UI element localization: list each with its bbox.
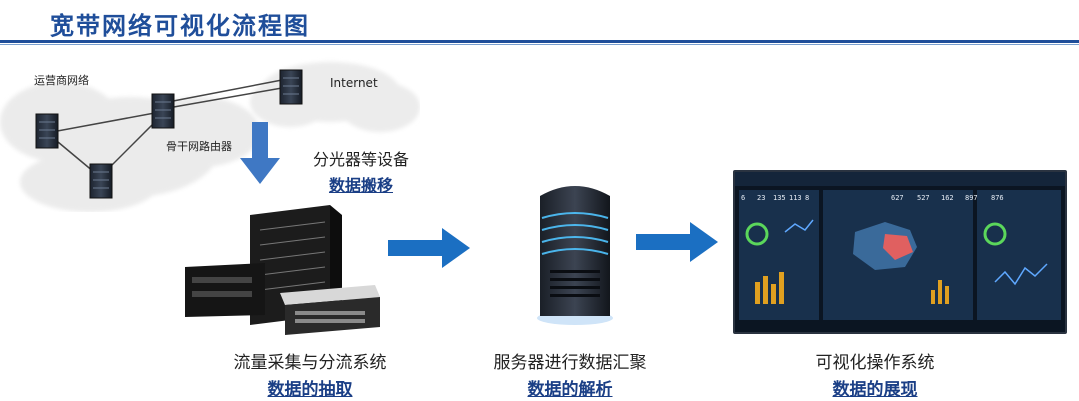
server-caption: 服务器进行数据汇聚 数据的解析 (480, 348, 660, 400)
splitter-line2: 数据搬移 (328, 176, 393, 195)
dashboard-stat: 627 (891, 194, 904, 202)
dashboard-stat: 6 (741, 194, 745, 202)
dashboard-stat: 135 (773, 194, 786, 202)
dashboard-stat: 23 (757, 194, 765, 202)
network-diagram (0, 62, 420, 212)
server-line2: 数据的解析 (527, 380, 613, 400)
dashboard-stat: 876 (991, 194, 1004, 202)
dashboard-stat: 897 (965, 194, 978, 202)
internet-label: Internet (330, 76, 378, 90)
down-arrow-icon (240, 122, 280, 184)
right-arrow-icon (388, 228, 470, 268)
operator-network-label: 运营商网络 (34, 74, 89, 87)
server-line1: 服务器进行数据汇聚 (493, 353, 647, 373)
splitter-caption: 分光器等设备 数据搬移 (296, 146, 426, 196)
dashboard-stat: 113 (789, 194, 802, 202)
router-label: 骨干网路由器 (166, 140, 232, 153)
visual-line1: 可视化操作系统 (815, 353, 935, 373)
server-operator-icon (35, 113, 59, 149)
server-bottom-icon (89, 163, 113, 199)
splitter-line1: 分光器等设备 (312, 150, 409, 169)
page-title: 宽带网络可视化流程图 (50, 11, 310, 40)
visual-line2: 数据的展现 (832, 380, 918, 400)
dashboard-stat: 8 (805, 194, 809, 202)
server-tower-image (537, 186, 613, 325)
server-internet-icon (279, 69, 303, 105)
server-router-icon (151, 93, 175, 129)
capture-caption: 流量采集与分流系统 数据的抽取 (210, 348, 410, 400)
capture-equipment-image (185, 205, 380, 335)
capture-line2: 数据的抽取 (267, 380, 353, 400)
dashboard-stat: 162 (941, 194, 954, 202)
dashboard-stat: 527 (917, 194, 930, 202)
right-arrow-icon-2 (636, 222, 718, 262)
visual-caption: 可视化操作系统 数据的展现 (795, 348, 955, 400)
title-rule (0, 40, 1079, 43)
capture-line1: 流量采集与分流系统 (233, 353, 387, 373)
title-rule-thin (0, 44, 1079, 45)
